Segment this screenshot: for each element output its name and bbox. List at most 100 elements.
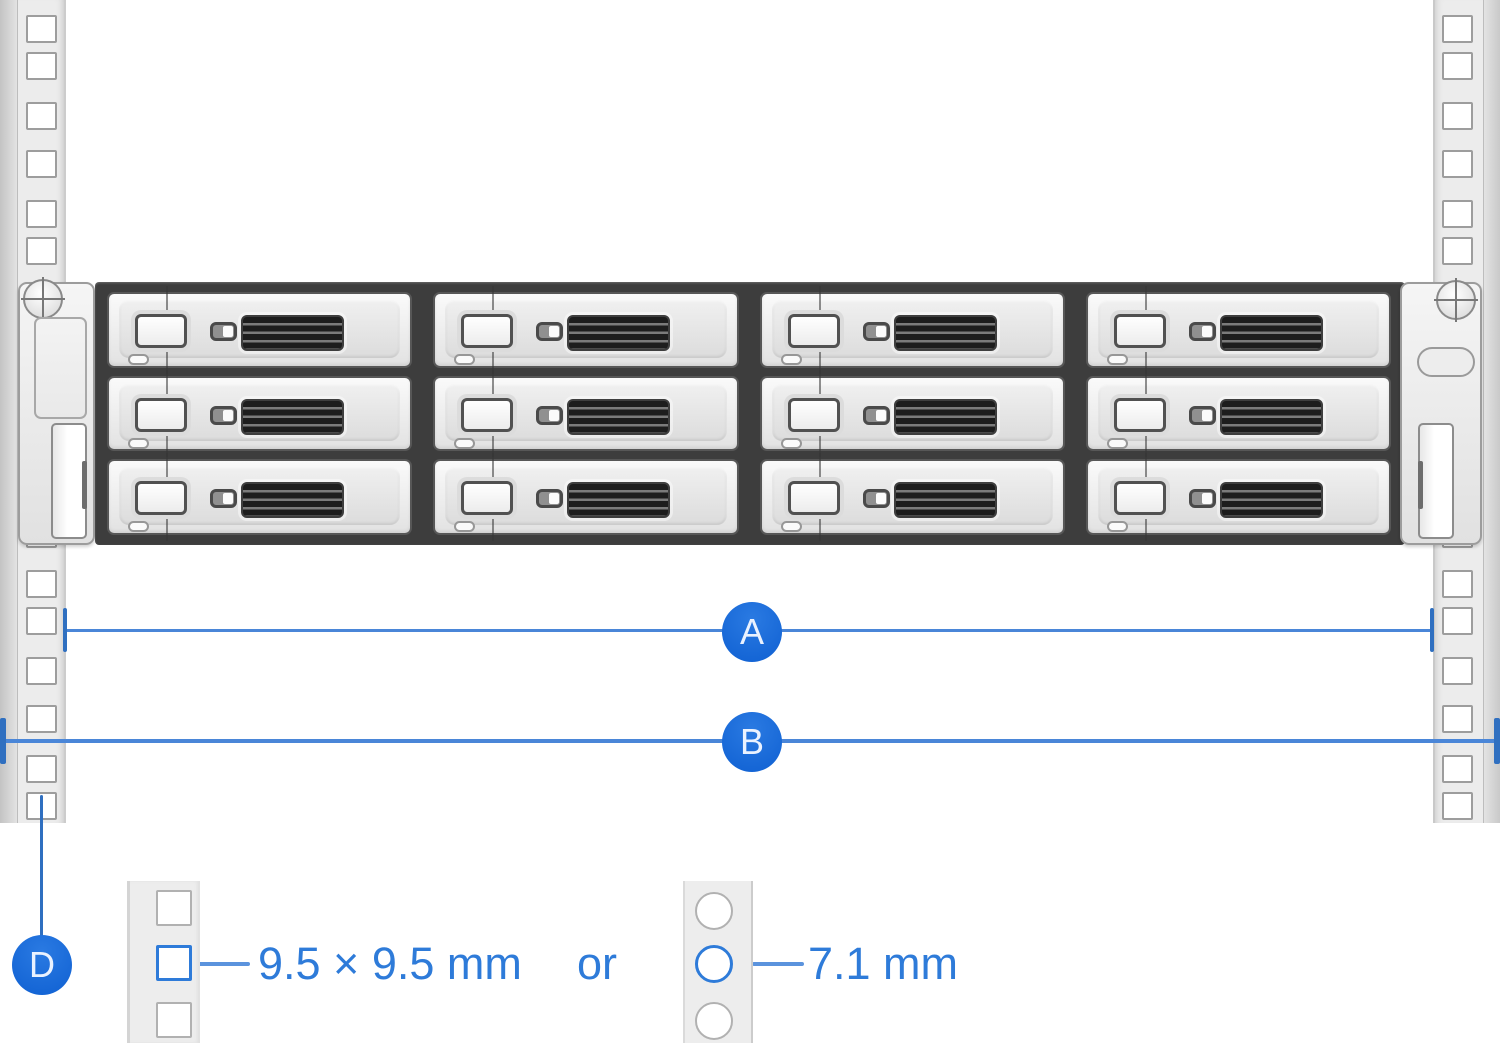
tray-led-indicator <box>128 437 149 449</box>
tray-lock-icon <box>862 405 890 425</box>
tray-led-indicator <box>780 521 802 533</box>
tray-led-indicator <box>128 521 149 533</box>
screw-icon <box>1434 278 1478 322</box>
tray-vent-grille-icon <box>893 398 997 435</box>
tray-led-indicator <box>454 521 476 533</box>
tray-vent-grille-icon <box>567 398 671 435</box>
square-hole-strip <box>127 881 200 1043</box>
server-chassis <box>18 277 1482 545</box>
drive-bay-grid <box>95 282 1405 545</box>
rack-hole <box>26 755 57 783</box>
drive-tray <box>107 453 413 541</box>
rack-hole <box>26 657 57 685</box>
tray-latch-button <box>461 481 514 516</box>
round-hole-connector-line <box>752 962 804 966</box>
drive-tray <box>759 369 1065 458</box>
rack-hole <box>1442 657 1473 685</box>
tray-lock-icon <box>1188 405 1216 425</box>
rack-hole <box>1442 792 1473 820</box>
rack-hole <box>1442 150 1473 178</box>
rack-ear-left <box>18 277 95 545</box>
square-hole-connector-line <box>196 962 250 966</box>
tray-vent-grille-icon <box>1219 482 1323 519</box>
tray-lock-icon <box>862 489 890 509</box>
tray-latch-button <box>135 481 187 516</box>
rack-hole <box>1442 15 1473 43</box>
rack-post-right-side <box>1483 0 1500 823</box>
square-hole-size-text: 9.5 × 9.5 mm <box>258 938 522 989</box>
rack-hole <box>1442 607 1473 635</box>
tray-led-indicator <box>128 354 149 365</box>
drive-tray <box>759 286 1065 374</box>
tray-latch-button <box>461 314 514 348</box>
dimension-b-tick-right <box>1494 718 1500 764</box>
rack-post-left-side <box>0 0 18 823</box>
tray-lock-icon <box>862 322 890 341</box>
rack-hole <box>26 52 57 80</box>
rack-hole <box>26 237 57 265</box>
tray-vent-grille-icon <box>893 482 997 519</box>
rack-hole <box>1442 102 1473 130</box>
tray-lock-icon <box>1188 322 1216 341</box>
tray-latch-button <box>461 397 514 432</box>
ear-handle-right <box>1418 423 1454 539</box>
tray-lock-icon <box>210 322 237 341</box>
tray-latch-button <box>1113 314 1166 348</box>
round-hole-strip <box>683 881 753 1043</box>
tray-vent-grille-icon <box>567 482 671 519</box>
rack-hole <box>26 15 57 43</box>
tray-latch-button <box>787 397 840 432</box>
tray-led-indicator <box>454 354 476 365</box>
drive-tray <box>107 286 413 374</box>
tray-lock-icon <box>536 322 564 341</box>
dimension-d-line <box>40 795 43 937</box>
dimension-a-tick-right <box>1430 608 1434 652</box>
drive-tray <box>1085 286 1391 374</box>
tray-lock-icon <box>536 489 564 509</box>
tray-led-indicator <box>1106 354 1128 365</box>
tray-latch-button <box>135 314 187 348</box>
tray-latch-button <box>787 481 840 516</box>
rack-hole <box>26 570 57 598</box>
round-hole-icon <box>695 1002 733 1040</box>
drive-tray <box>433 453 739 541</box>
dimension-b-label: B <box>722 712 782 772</box>
dimension-b-tick-left <box>0 718 6 764</box>
tray-vent-grille-icon <box>241 482 344 519</box>
ear-indicator-panel <box>1417 347 1475 377</box>
drive-tray <box>433 286 739 374</box>
rack-hole <box>1442 200 1473 228</box>
round-hole-icon <box>695 892 733 930</box>
rack-hole <box>26 200 57 228</box>
tray-led-indicator <box>1106 437 1128 449</box>
tray-led-indicator <box>780 354 802 365</box>
hole-spec-or-text: or <box>577 938 618 989</box>
ear-handle-left <box>51 423 87 539</box>
square-hole-icon <box>156 890 192 926</box>
drive-tray <box>1085 369 1391 458</box>
dimension-a-tick-left <box>63 608 67 652</box>
tray-latch-button <box>135 397 187 432</box>
square-hole-icon <box>156 1002 192 1038</box>
rack-hole <box>26 102 57 130</box>
tray-latch-button <box>1113 481 1166 516</box>
drive-tray <box>107 369 413 458</box>
tray-vent-grille-icon <box>241 315 344 351</box>
rack-hole <box>26 150 57 178</box>
tray-lock-icon <box>1188 489 1216 509</box>
rack-hole <box>1442 705 1473 733</box>
tray-lock-icon <box>536 405 564 425</box>
rack-hole <box>1442 755 1473 783</box>
tray-vent-grille-icon <box>893 315 997 351</box>
tray-vent-grille-icon <box>567 315 671 351</box>
tray-led-indicator <box>780 437 802 449</box>
tray-vent-grille-icon <box>1219 315 1323 351</box>
tray-latch-button <box>1113 397 1166 432</box>
round-hole-size-text: 7.1 mm <box>808 938 959 989</box>
rack-hole <box>1442 570 1473 598</box>
rack-hole <box>1442 237 1473 265</box>
tray-lock-icon <box>210 489 237 509</box>
ear-vent-panel <box>34 317 87 419</box>
rack-ear-right <box>1400 278 1482 545</box>
